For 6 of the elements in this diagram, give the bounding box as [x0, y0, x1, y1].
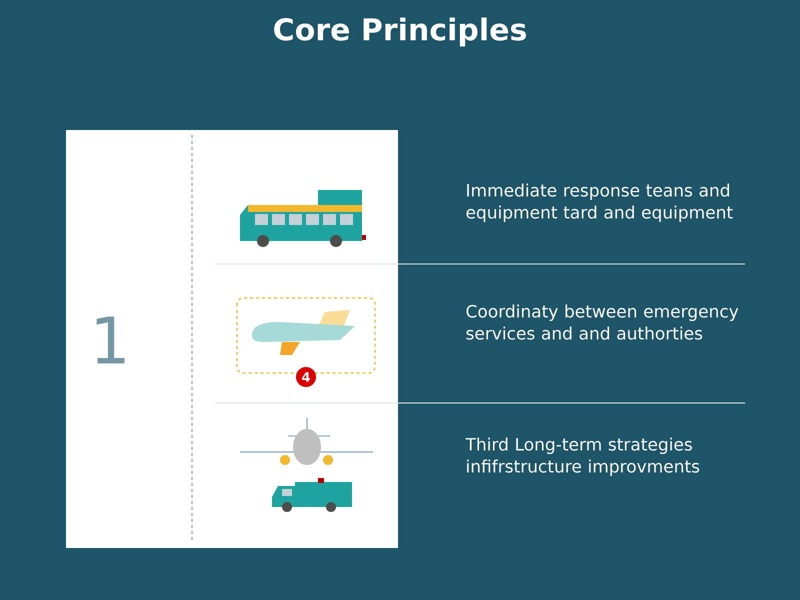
description-text: Immediate response teans and equipment tard and equipment [466, 184, 733, 222]
callout-badge: 4 [296, 367, 316, 387]
description-text: Third Long-term strategies infifrstructure improvments [466, 438, 700, 476]
row-number: 1 [96, 316, 124, 364]
description-text: Coordinaty between emergency services and and authorties [466, 304, 738, 340]
title: Core Principles [274, 18, 526, 47]
